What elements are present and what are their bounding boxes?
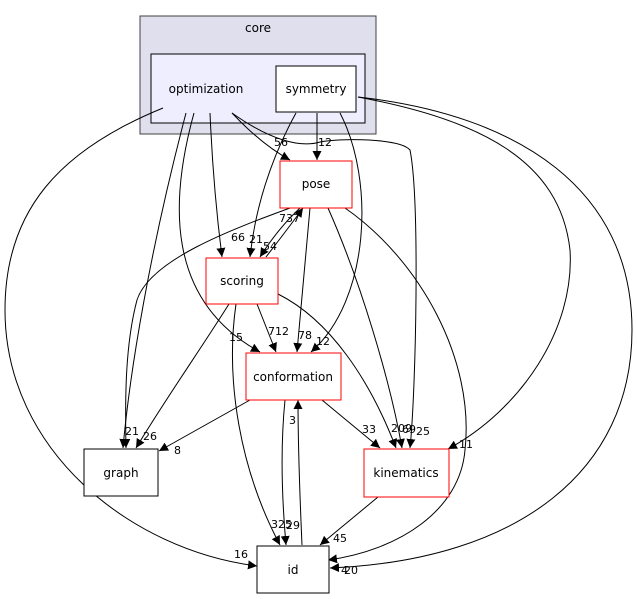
- edge-optimization-id: [4, 107, 258, 570]
- edge-scoring-id: [232, 303, 281, 546]
- edge-label-scoring-kinematics: 209: [391, 422, 412, 435]
- edge-label-symmetry-pose: 12: [318, 136, 332, 149]
- node-graph-box: [83, 448, 159, 497]
- node-kinematics-label: kinematics: [373, 466, 438, 480]
- node-scoring-label: scoring: [220, 274, 264, 288]
- edge-pose-conformation: [293, 207, 311, 353]
- edge-optimization-kinematics: [231, 112, 417, 449]
- edge-label-scoring-graph: 26: [143, 430, 157, 443]
- edge-label-pose-scoring: 54: [263, 240, 277, 253]
- edge-conformation-graph: [158, 399, 251, 452]
- edge-id-conformation: [293, 399, 303, 546]
- edge-label-optimization-scoring: 66: [231, 231, 245, 244]
- edge-label-scoring-pose: 737: [279, 212, 300, 225]
- node-symmetry-box: [275, 65, 357, 113]
- edge-label-optimization-kinematics: 25: [416, 425, 430, 438]
- edges: [4, 96, 633, 573]
- edge-optimization-scoring: [209, 112, 226, 258]
- edge-symmetry-kinematics: [357, 96, 571, 450]
- node-conformation-label: conformation: [253, 370, 333, 384]
- edge-scoring-graph: [135, 303, 230, 449]
- edge-label-conformation-id: 3: [289, 414, 296, 427]
- edge-labels: 56 12 66 21 54 737 15 712 78 12 21 26 8 …: [125, 136, 473, 577]
- edge-label-optimization-pose: 56: [274, 136, 288, 149]
- node-kinematics-box: [363, 448, 450, 498]
- node-conformation[interactable]: conformation: [245, 352, 342, 401]
- edge-label-pose-id: 4: [341, 564, 348, 577]
- edge-label-kinematics-id: 45: [333, 532, 347, 545]
- edge-kinematics-id: [319, 496, 379, 546]
- node-id[interactable]: id: [256, 545, 330, 594]
- edge-label-pose-kinematics: 69: [402, 423, 416, 436]
- node-scoring-box: [205, 257, 279, 305]
- edge-pose-graph: [121, 207, 291, 449]
- node-id-label: id: [288, 563, 299, 577]
- edge-label-symmetry-kinematics: 11: [459, 438, 473, 451]
- node-scoring[interactable]: scoring: [205, 257, 279, 305]
- node-symmetry-label: symmetry: [286, 82, 347, 96]
- edge-pose-kinematics: [327, 207, 405, 449]
- edge-scoring-pose: [265, 207, 304, 258]
- node-id-box: [256, 545, 330, 594]
- edge-symmetry-id: [329, 96, 633, 573]
- node-conformation-box: [245, 352, 342, 401]
- edge-label-symmetry-id: 20: [344, 564, 358, 577]
- node-pose[interactable]: pose: [279, 160, 353, 209]
- edge-label-optimization-conformation: 15: [229, 331, 243, 344]
- edge-conformation-kinematics: [321, 399, 381, 449]
- node-graph[interactable]: graph: [83, 448, 159, 497]
- edge-label-id-conformation: 29: [286, 519, 300, 532]
- edge-label-conformation-kinematics: 33: [362, 423, 376, 436]
- node-graph-label: graph: [103, 466, 138, 480]
- cluster-core-label: core: [245, 21, 271, 35]
- node-pose-box: [279, 160, 353, 209]
- edge-optimization-conformation: [178, 112, 261, 353]
- edge-pose-id: [327, 207, 467, 564]
- edge-label-symmetry-scoring: 21: [249, 233, 263, 246]
- edge-symmetry-scoring: [246, 112, 297, 258]
- node-symmetry[interactable]: symmetry: [275, 65, 357, 113]
- edge-optimization-pose: [231, 112, 291, 161]
- edge-symmetry-conformation: [310, 112, 363, 353]
- edge-label-conformation-graph: 8: [174, 444, 181, 457]
- edge-conformation-id: [280, 399, 290, 546]
- edge-scoring-kinematics: [277, 293, 397, 449]
- edge-label-optimization-graph: 21: [125, 425, 139, 438]
- edge-label-scoring-id: 325: [271, 518, 292, 531]
- edge-label-scoring-conformation: 712: [268, 325, 289, 338]
- node-kinematics[interactable]: kinematics: [363, 448, 450, 498]
- edge-scoring-conformation: [256, 303, 277, 353]
- node-pose-label: pose: [302, 177, 331, 191]
- edge-label-optimization-id: 16: [234, 548, 248, 561]
- edge-label-pose-conformation: 78: [298, 329, 312, 342]
- edge-label-symmetry-conformation: 12: [316, 335, 330, 348]
- cluster-optimization-label: optimization: [169, 82, 244, 96]
- edge-optimization-graph: [119, 112, 187, 449]
